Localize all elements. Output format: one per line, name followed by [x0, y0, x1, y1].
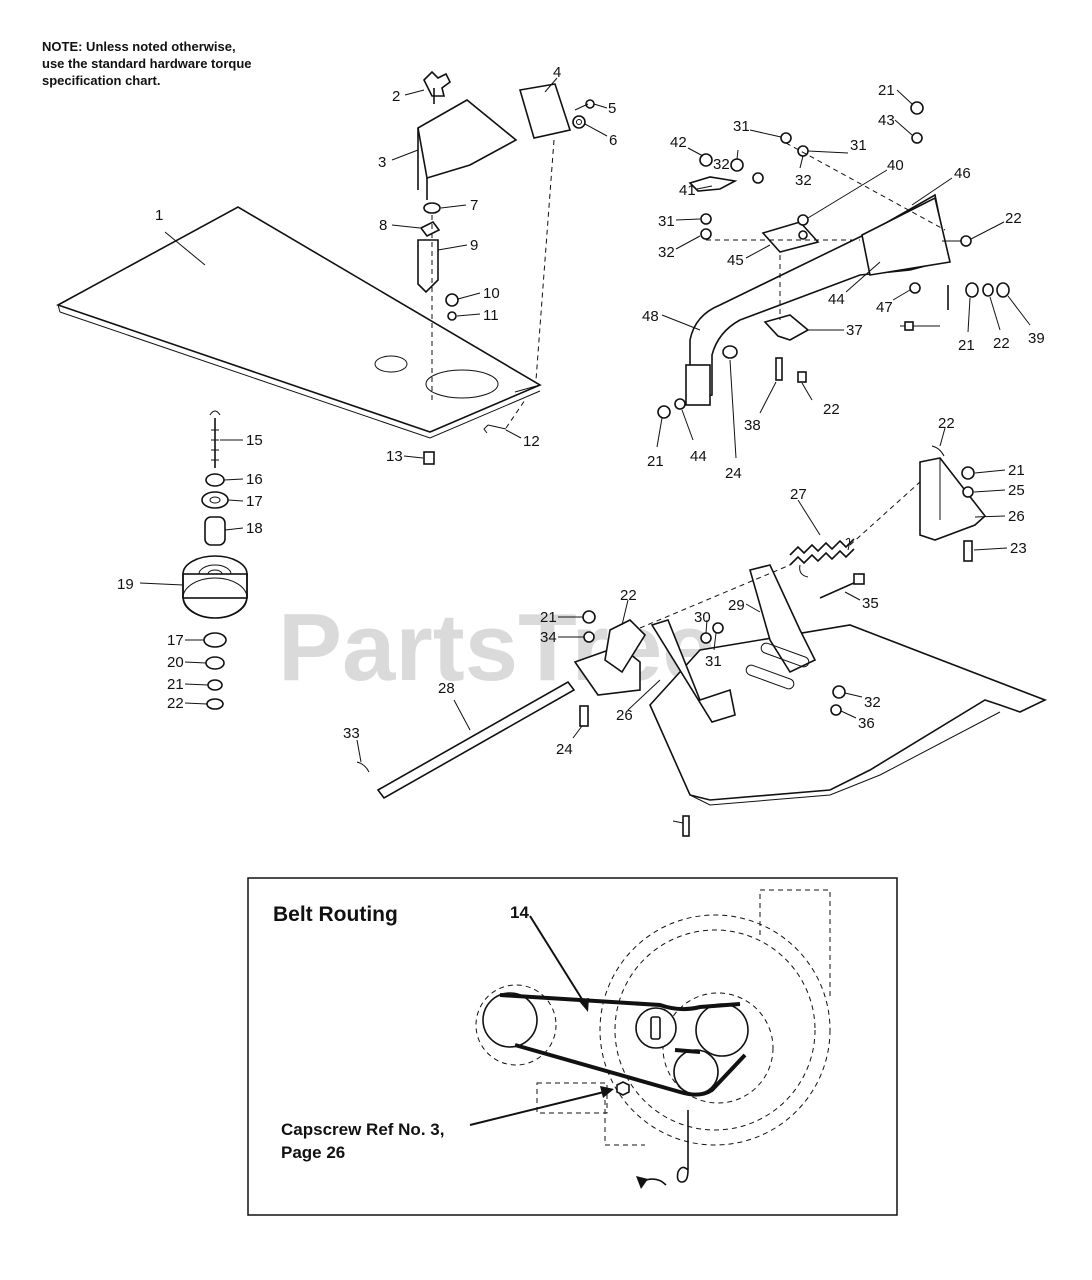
callout-25: 26 [1008, 508, 1025, 525]
parts-5-6-fasteners [572, 99, 595, 129]
belt-routing-inset: Belt Routing 14 Capscrew Ref No. 3, Page [247, 877, 898, 1216]
callout-47: 21 [958, 337, 975, 354]
callout-38: 22 [823, 401, 840, 418]
belt-routing-title: Belt Routing [273, 903, 398, 926]
callout-8: 8 [379, 217, 387, 234]
callout-34: 29 [728, 597, 745, 614]
part-2-knob [423, 70, 452, 104]
callout-16: 16 [246, 471, 263, 488]
callout-44b: 24 [725, 465, 742, 482]
callout-4: 4 [553, 64, 561, 81]
callout-1: 1 [155, 207, 163, 224]
callout-44a: 47 [876, 299, 893, 316]
capscrew-label-line1: Capscrew Ref No. 3, [281, 1120, 444, 1139]
note-line-1: NOTE: Unless noted otherwise, [42, 39, 236, 54]
callout-46: 22 [1005, 210, 1022, 227]
callout-32a: 32 [713, 156, 730, 173]
callout-21e: 25 [1008, 482, 1025, 499]
callout-22a: 22 [167, 695, 184, 712]
callout-32c: 32 [658, 244, 675, 261]
callout-45: 46 [954, 165, 971, 182]
parts-12-13-bolts [423, 399, 526, 465]
callout-19: 19 [117, 576, 134, 593]
callout-13: 13 [386, 448, 403, 465]
callout-6: 6 [609, 132, 617, 149]
callout-2: 2 [392, 88, 400, 105]
callout-30: 31 [705, 653, 722, 670]
callout-37: 38 [744, 417, 761, 434]
callout-12: 12 [523, 433, 540, 450]
part-1-plate [56, 206, 542, 439]
callout-9: 9 [470, 237, 478, 254]
watermark: PartsTree [278, 594, 716, 701]
callout-31d: 32 [864, 694, 881, 711]
callout-32d: 40 [887, 157, 904, 174]
callout-15: 15 [246, 432, 263, 449]
callout-39: 37 [846, 322, 863, 339]
callout-21f: 34 [540, 629, 557, 646]
belt-ref-14: 14 [510, 903, 529, 922]
lever-assembly [657, 101, 1010, 419]
callout-17a: 17 [246, 493, 263, 510]
callout-26b: 24 [556, 741, 573, 758]
callout-31a: 31 [733, 118, 750, 135]
callout-18: 18 [246, 520, 263, 537]
callout-40: 45 [727, 252, 744, 269]
callout-32e: 36 [858, 715, 875, 732]
clutch-stack [182, 410, 248, 710]
callout-labels: 1 2 3 4 5 6 7 8 9 10 11 12 13 15 16 17 1… [117, 64, 1045, 824]
callout-31c: 31 [658, 213, 675, 230]
callout-17b: 17 [167, 632, 184, 649]
callout-23: 27 [790, 486, 807, 503]
callout-11: 11 [483, 307, 499, 324]
callout-42: 42 [670, 134, 687, 151]
callout-48: 44 [828, 291, 845, 308]
callout-24b: 33 [343, 725, 360, 742]
callout-5: 5 [608, 100, 616, 117]
part-3-bracket [417, 99, 518, 200]
lower-linkage-assembly [356, 445, 1048, 837]
capscrew-label-line2: Page 26 [281, 1143, 345, 1162]
callout-26a: 23 [1010, 540, 1027, 557]
callout-24a: 22 [938, 415, 955, 432]
callout-22f: 21 [540, 609, 557, 626]
callout-29: 30 [694, 609, 711, 626]
callout-35: 22 [620, 587, 637, 604]
callout-7: 7 [470, 197, 478, 214]
part-4-plate [518, 83, 572, 139]
callout-28: 26 [616, 707, 633, 724]
callout-22b: 21 [878, 82, 895, 99]
callout-21c: 22 [993, 335, 1010, 352]
callout-21a: 21 [167, 676, 184, 693]
callout-22c: 39 [1028, 330, 1045, 347]
note-line-3: specification chart. [42, 73, 161, 88]
note-line-2: use the standard hardware torque [42, 56, 252, 71]
callout-10: 10 [483, 285, 500, 302]
callout-43: 48 [642, 308, 659, 325]
callout-27: 35 [862, 595, 879, 612]
torque-note: NOTE: Unless noted otherwise, use the st… [42, 38, 252, 89]
callout-41: 41 [679, 182, 696, 199]
callout-3: 3 [378, 154, 386, 171]
callout-21b: 43 [878, 112, 895, 129]
callout-22d: 21 [647, 453, 664, 470]
parts-7-11-hardware [417, 202, 459, 321]
callout-31b: 31 [850, 137, 867, 154]
callout-20: 20 [167, 654, 184, 671]
callout-36: 28 [438, 680, 455, 697]
callout-32b: 32 [795, 172, 812, 189]
callout-22e: 21 [1008, 462, 1025, 479]
callout-21d: 44 [690, 448, 707, 465]
